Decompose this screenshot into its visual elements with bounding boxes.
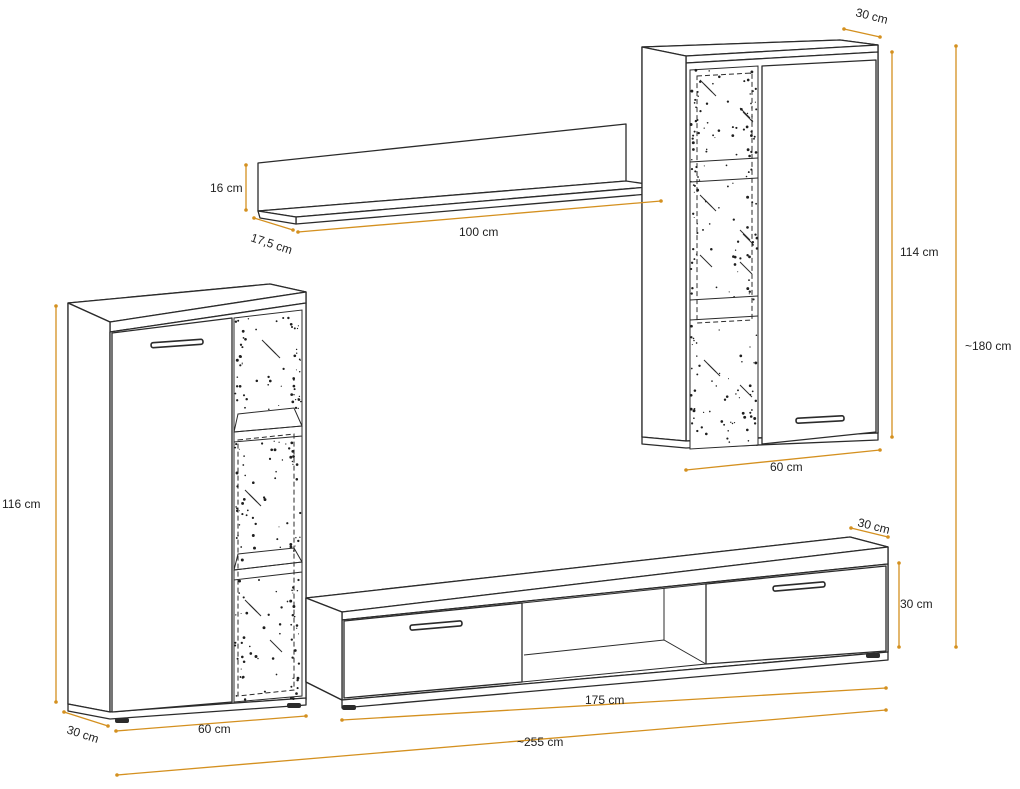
tall-cabinet-handle: [150, 338, 204, 349]
shelf-depth-label: 17,5 cm: [249, 231, 294, 258]
overall-height-label: ~180 cm: [965, 339, 1011, 353]
tv-unit-height-label: 30 cm: [900, 597, 933, 611]
tall-cabinet-depth-label: 30 cm: [65, 723, 100, 746]
shelf-height-label: 16 cm: [210, 181, 243, 195]
tv-unit-foot: [342, 705, 356, 710]
tall-cabinet-foot: [287, 703, 301, 708]
wall-shelf: [257, 123, 661, 225]
tv-unit-width-label: 175 cm: [585, 693, 624, 707]
tv-unit-right-handle: [772, 581, 826, 592]
wall-cabinet-depth-label: 30 cm: [854, 5, 889, 26]
tall-cabinet-width-label: 60 cm: [198, 722, 231, 736]
tall-cabinet-foot: [115, 718, 129, 723]
tall-cabinet-height-label: 116 cm: [2, 497, 40, 511]
tv-unit-right-drawer: [705, 565, 887, 665]
tall-cabinet: [67, 283, 307, 723]
wall-cabinet-handle: [795, 415, 845, 424]
wall-cabinet-door: [761, 59, 877, 445]
dimension-lines: [55, 28, 957, 776]
wall-cabinet-height-label: 114 cm: [900, 245, 938, 259]
wall-cabinet-glass-door: [689, 65, 759, 450]
dimension-endpoints: [54, 27, 958, 777]
tv-unit: [305, 536, 889, 710]
tv-unit-left-handle: [409, 620, 463, 631]
overall-width-label: ~255 cm: [517, 735, 563, 749]
wall-cabinet: [641, 39, 879, 450]
wall-cabinet-width-label: 60 cm: [770, 460, 803, 474]
wall-cabinet-speckle-texture: [689, 68, 759, 446]
tall-cabinet-glass-section: [233, 309, 303, 703]
tv-unit-foot: [866, 653, 880, 658]
tall-cabinet-door: [111, 317, 233, 713]
shelf-width-label: 100 cm: [459, 225, 498, 239]
tall-cabinet-speckle-texture: [234, 316, 302, 701]
